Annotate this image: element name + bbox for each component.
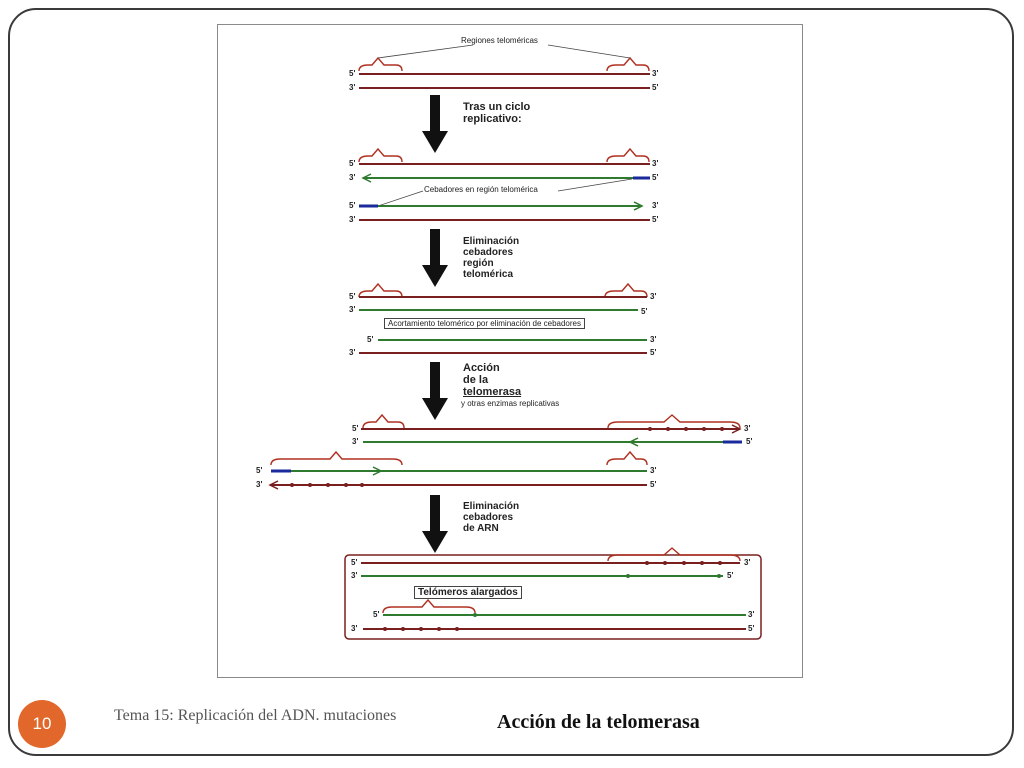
step1-caption: Tras un ciclo replicativo: [463,101,531,125]
end-label: 3' [351,571,358,580]
end-label: 5' [641,307,648,316]
end-label: 5' [746,437,753,446]
shortening-label: Acortamiento telomérico por eliminación … [384,318,585,329]
down-arrow [422,362,448,420]
strand-arrowhead [731,424,742,434]
end-label: 3' [352,437,359,446]
end-label: 3' [652,201,659,210]
end-label: 5' [367,335,374,344]
end-label: 3' [349,215,356,224]
strand-arrowhead [628,437,639,447]
step4-caption: Eliminación cebadores de ARN [463,501,520,534]
slide-frame [8,8,1014,756]
end-label: 3' [744,424,751,433]
strand-arrowhead [268,480,279,490]
down-arrow [422,229,448,287]
end-label: 5' [349,201,356,210]
end-label: 3' [349,348,356,357]
brace-right [606,147,650,163]
telomerase-diagram: Regiones teloméricas Tras un ciclo repli… [217,24,803,678]
brace-right [607,547,741,562]
brace-left [358,56,403,72]
end-label: 3' [744,558,751,567]
end-label: 5' [256,466,263,475]
label-leader-left [377,44,474,59]
end-label: 5' [373,610,380,619]
step3-caption: Acción de la telomerasa [463,362,522,398]
stage-1 [358,44,650,89]
end-label: 3' [349,173,356,182]
brace-left [382,598,476,614]
telomere-repeats [648,427,724,431]
end-label: 5' [727,571,734,580]
end-label: 5' [748,624,755,633]
result-box [344,554,762,640]
brace-right [604,282,648,298]
stage-5 [344,547,762,640]
diagram-canvas [268,44,762,640]
brace-left [358,282,403,298]
end-label: 5' [652,215,659,224]
end-label: 5' [650,480,657,489]
end-label: 3' [256,480,263,489]
end-label: 5' [349,159,356,168]
brace-right [606,450,648,466]
stage-4 [268,413,742,490]
end-label: 5' [652,83,659,92]
strand-arrowhead [633,201,644,211]
end-label: 3' [652,159,659,168]
brace-right [606,56,650,72]
strand-arrowhead [372,466,383,476]
footer-topic: Tema 15: Replicación del ADN. mutaciones [114,707,397,724]
down-arrow [422,495,448,553]
end-label: 5' [349,69,356,78]
telomere-repeats [645,561,722,565]
brace-left [358,147,403,163]
primers-label: Cebadores en región telomérica [424,185,538,194]
slide-number-badge: 10 [18,700,66,748]
label-leader [557,178,633,192]
end-label: 5' [650,348,657,357]
end-label: 5' [349,292,356,301]
label-leader [377,190,424,207]
brace-left [362,413,405,429]
down-arrow [422,95,448,153]
telomere-repeats [290,483,364,487]
brace-right [607,414,741,429]
step2-caption: Eliminación cebadores región telomérica [463,236,520,280]
telomere-repeats [383,627,459,631]
end-label: 3' [650,335,657,344]
stage-2 [358,147,650,221]
lengthened-label: Telómeros alargados [414,586,522,599]
step3-sub: y otras enzimas replicativas [461,399,560,408]
end-label: 3' [349,83,356,92]
end-label: 5' [652,173,659,182]
end-label: 3' [349,305,356,314]
brace-left [270,450,403,466]
stage-3 [358,282,648,354]
regions-label: Regiones teloméricas [461,36,538,45]
label-leader-right [547,44,631,59]
end-label: 3' [650,466,657,475]
end-label: 3' [650,292,657,301]
end-label: 5' [352,424,359,433]
slide-title: Acción de la telomerasa [497,711,700,733]
end-label: 3' [351,624,358,633]
end-label: 3' [748,610,755,619]
end-label: 3' [652,69,659,78]
strand-arrowhead [361,173,372,183]
end-label: 5' [351,558,358,567]
